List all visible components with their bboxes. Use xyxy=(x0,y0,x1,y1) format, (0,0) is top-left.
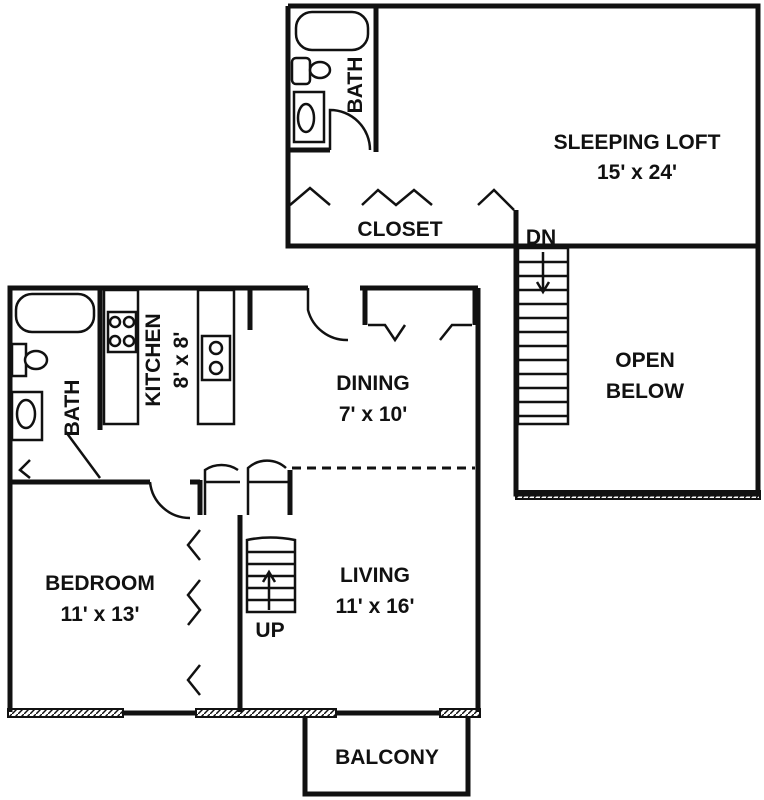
bath-door xyxy=(328,108,372,151)
basin xyxy=(208,360,224,376)
bedroom-door xyxy=(148,481,191,520)
entry-door xyxy=(306,288,349,342)
basin-icon xyxy=(296,102,316,134)
open-below-label-2: BELOW xyxy=(606,380,684,403)
main-walls xyxy=(7,285,481,712)
dining-size: 7' x 10' xyxy=(339,403,407,426)
arrow-up-icon xyxy=(261,569,277,610)
bathtub-icon xyxy=(14,292,96,334)
stairs-up xyxy=(245,536,297,614)
burner xyxy=(108,334,122,348)
bath-label: BATH xyxy=(61,380,84,437)
closet-doors xyxy=(203,459,290,515)
sleeping-loft-size: 15' x 24' xyxy=(597,161,677,184)
closet-label: CLOSET xyxy=(357,218,442,241)
main-level: BATH KITCHEN 8' x 8' DINING 7' x 10' BED… xyxy=(7,285,481,797)
burner xyxy=(108,315,122,329)
balcony-label: BALCONY xyxy=(335,746,439,769)
burner xyxy=(122,315,136,329)
loft-railing xyxy=(515,490,761,500)
toilet-icon xyxy=(290,56,312,86)
kitchen-label: KITCHEN xyxy=(142,313,165,406)
kitchen-counter xyxy=(102,288,140,426)
balcony-walls xyxy=(302,716,471,797)
closet-door xyxy=(18,459,31,479)
toilet-bowl-icon xyxy=(308,60,332,80)
kitchen-counter xyxy=(196,288,236,426)
loft-walls xyxy=(285,3,761,249)
living-size: 11' x 16' xyxy=(336,595,415,618)
basin-icon xyxy=(15,398,37,430)
toilet-icon xyxy=(23,349,49,371)
stairs-down xyxy=(516,246,570,426)
stairs-down-label: DN xyxy=(526,226,556,249)
loft-bath-label: BATH xyxy=(344,57,367,114)
pantry-wall xyxy=(362,290,478,325)
dining-label: DINING xyxy=(336,372,410,395)
stairs-up-label: UP xyxy=(255,619,284,642)
hall-walls xyxy=(197,470,293,712)
pantry-doors xyxy=(368,323,472,343)
sleeping-loft-label: SLEEPING LOFT xyxy=(554,131,721,154)
window xyxy=(439,708,481,718)
bathtub-icon xyxy=(294,10,370,52)
bedroom-size: 11' x 13' xyxy=(61,603,140,626)
living-label: LIVING xyxy=(340,564,410,587)
arrow-down-icon xyxy=(535,252,551,295)
window xyxy=(7,708,124,718)
bath-door xyxy=(64,431,102,479)
closet-doors xyxy=(289,186,515,211)
loft-level: SLEEPING LOFT 15' x 24' BATH CLOSET DN O… xyxy=(285,3,761,500)
bedroom-label: BEDROOM xyxy=(45,572,155,595)
burner xyxy=(122,334,136,348)
bedroom-closet-doors xyxy=(186,529,202,696)
basin xyxy=(208,340,224,356)
open-below-label-1: OPEN xyxy=(615,349,675,372)
kitchen-size: 8' x 8' xyxy=(170,332,193,389)
window xyxy=(195,708,337,718)
